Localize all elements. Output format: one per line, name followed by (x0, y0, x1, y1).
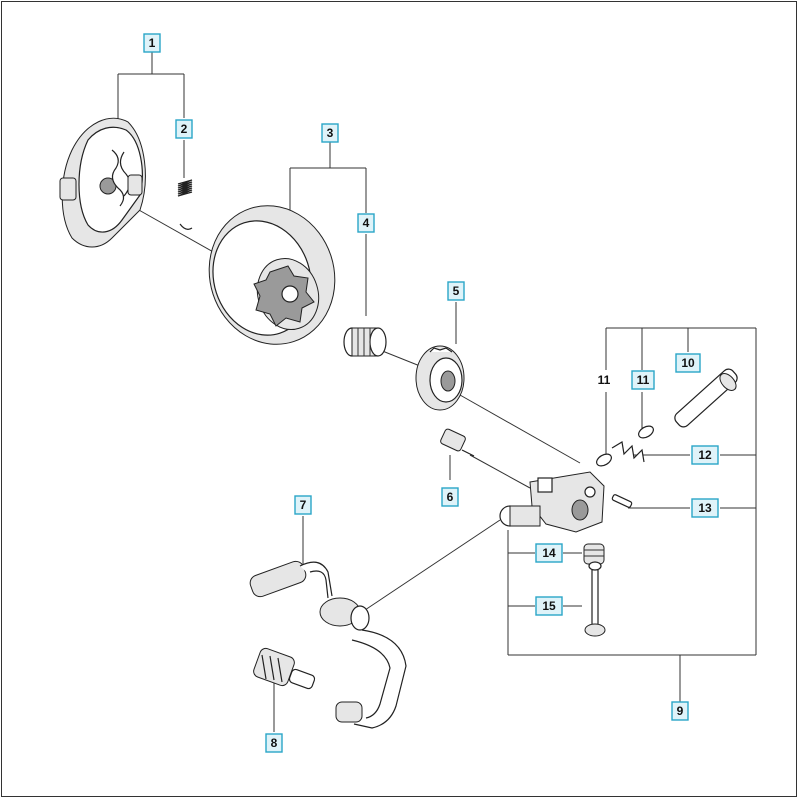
oil-hose-part (249, 560, 407, 729)
callout-12-label: 12 (698, 448, 712, 462)
adjust-screw-part (584, 561, 606, 637)
callout-4: 4 (357, 213, 375, 233)
callout-7: 7 (294, 495, 312, 515)
oil-pump-part (499, 471, 605, 533)
pump-spring-part (611, 441, 645, 463)
callout-7-label: 7 (300, 498, 307, 512)
callout-13-label: 13 (698, 501, 712, 515)
callout-1-label: 1 (149, 36, 156, 50)
screw-part (440, 428, 475, 457)
callout-14-label: 14 (542, 546, 556, 560)
adjust-spring-part (583, 543, 605, 565)
callout-6: 6 (441, 487, 459, 507)
pump-piston-part (674, 368, 738, 428)
callout-11b-label: 11 (637, 373, 650, 387)
callout-13: 13 (691, 498, 719, 518)
oil-filter-part (253, 647, 316, 690)
callout-3-label: 3 (327, 126, 334, 140)
callout-10-label: 10 (681, 356, 695, 370)
callout-4-label: 4 (363, 216, 370, 230)
callout-15-label: 15 (542, 599, 556, 613)
callout-10: 10 (675, 353, 701, 373)
clutch-spring-part (177, 179, 193, 230)
clutch-part (59, 117, 146, 248)
callout-15: 15 (535, 596, 563, 616)
callout-9-label: 9 (677, 704, 684, 718)
leader-lines (117, 52, 757, 732)
callout-11-boxed: 11 (631, 370, 655, 390)
callout-11-plain: 11 (598, 373, 611, 387)
drive-gear-part (415, 345, 465, 411)
callout-12: 12 (691, 445, 719, 465)
callout-3: 3 (321, 123, 339, 143)
callout-5: 5 (447, 281, 465, 301)
pin-part (611, 494, 633, 508)
callout-8-label: 8 (271, 736, 278, 750)
needle-bearing-part (343, 327, 387, 357)
callout-1: 1 (143, 33, 161, 53)
callout-2: 2 (175, 119, 193, 139)
callout-9: 9 (671, 701, 689, 721)
callout-2-label: 2 (181, 122, 188, 136)
callout-8: 8 (265, 733, 283, 753)
o-ring-parts (596, 425, 654, 467)
callout-14: 14 (535, 543, 563, 563)
callout-11a-label: 11 (598, 373, 611, 387)
callout-5-label: 5 (453, 284, 460, 298)
clutch-drum-part (208, 205, 336, 345)
callout-6-label: 6 (447, 490, 454, 504)
